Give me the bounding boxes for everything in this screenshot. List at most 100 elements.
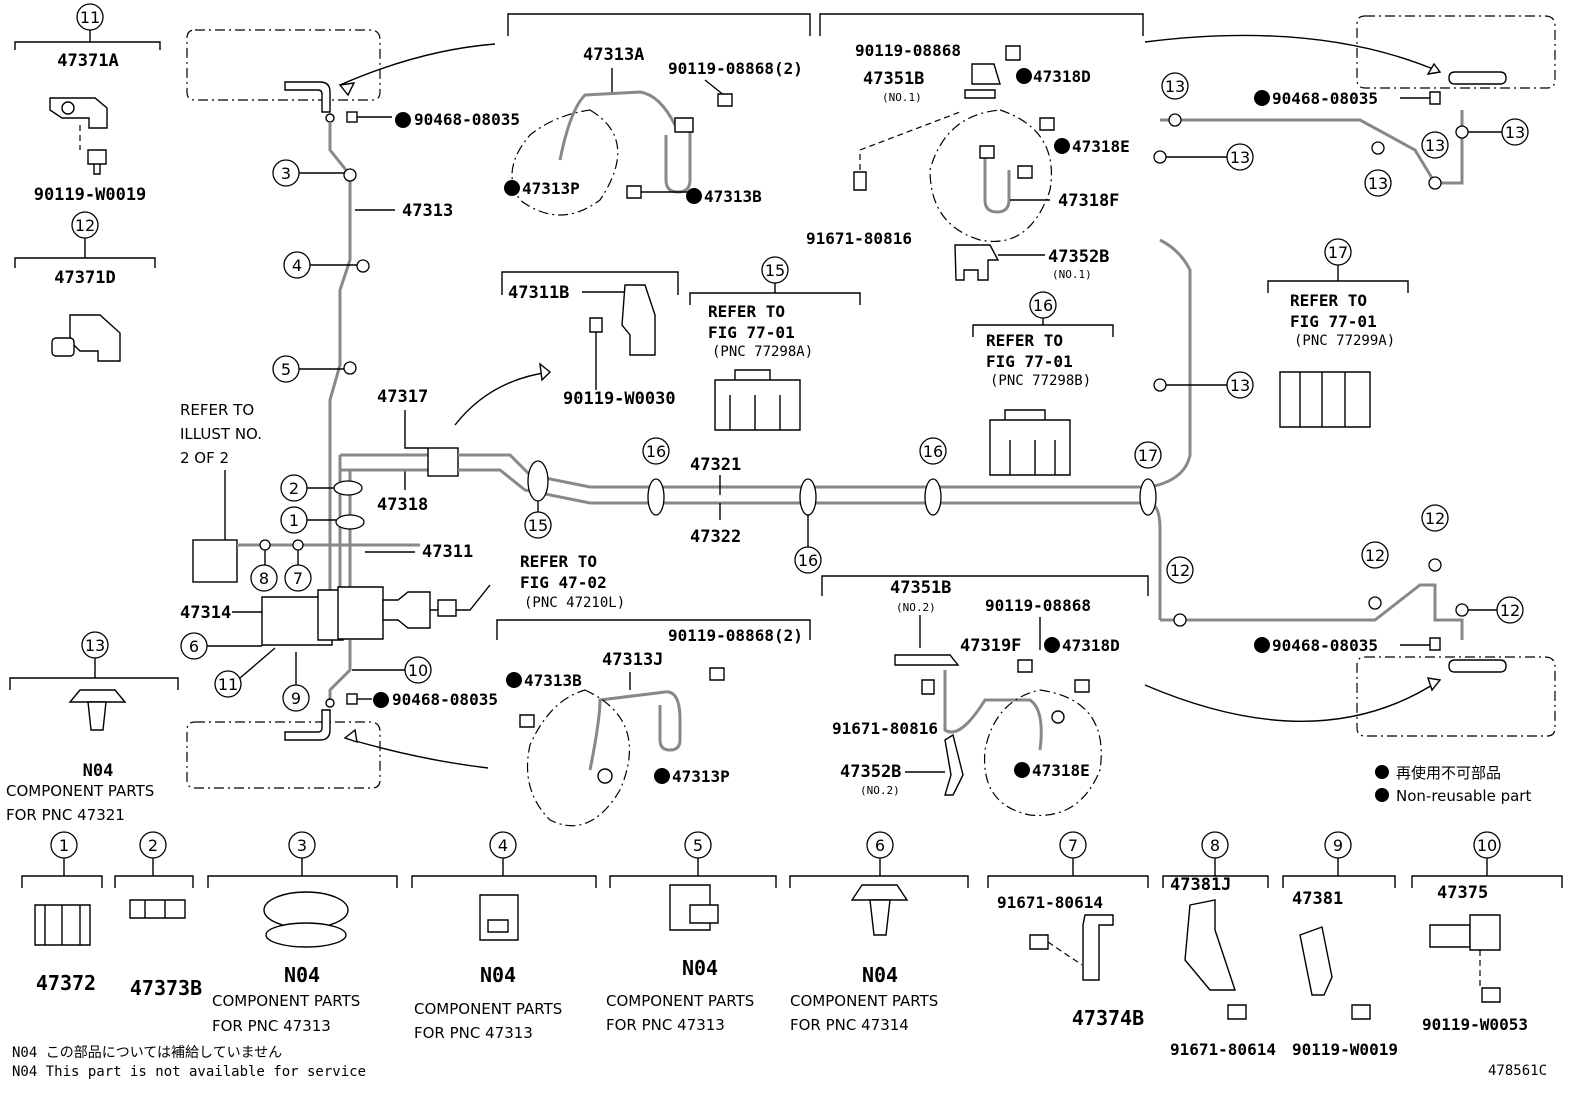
part-47313: 47313 (402, 201, 453, 221)
callout-11-main: 11 (218, 675, 238, 694)
part-47322: 47322 (690, 527, 741, 547)
callout-13-r6: 13 (1230, 376, 1250, 395)
part-group-12: 12 47371D (14, 211, 156, 362)
no1-label-bottom: (NO.1) (1052, 268, 1092, 281)
refer-16-pnc: (PNC 77298B) (990, 373, 1091, 389)
part-47352B-no1: 47352B (1048, 247, 1109, 267)
n04-label-13: N04 (83, 761, 114, 781)
part-47319F: 47319F (960, 636, 1021, 656)
callout-9-bottom: 9 (1333, 836, 1343, 855)
part-90468-08035-right-top: 90468-08035 (1272, 89, 1378, 108)
callout-13-r2: 13 (1230, 148, 1250, 167)
note-for-47313-a: FOR PNC 47313 (212, 1017, 331, 1035)
callout-15-top: 15 (765, 261, 785, 280)
n04-label-4: N04 (480, 963, 516, 987)
legend-en: Non-reusable part (1396, 787, 1531, 805)
part-90119-W0019: 90119-W0019 (34, 185, 147, 205)
refer-16-line2: FIG 77-01 (986, 352, 1073, 371)
refer-16-line1: REFER TO (986, 331, 1063, 350)
callout-13-left: 13 (85, 636, 105, 655)
part-47373B: 47373B (130, 976, 202, 1000)
footnote-jp: N04 この部品については補給していません (12, 1045, 282, 1061)
part-47381J: 47381J (1170, 875, 1231, 895)
detail-47351B-no2: 47351B (NO.2) 90119-08868 47319F 47318D … (821, 575, 1149, 817)
part-47352B-no2: 47352B (840, 762, 901, 782)
callout-8: 8 (259, 569, 269, 588)
callout-16-rail-c: 16 (923, 442, 943, 461)
part-90468-08035-bottom: 90468-08035 (392, 690, 498, 709)
callout-13-r3: 13 (1368, 174, 1388, 193)
n04-label-5: N04 (682, 956, 718, 980)
part-47311B: 47311B (508, 283, 569, 303)
illust-ref-line1: REFER TO (180, 401, 254, 419)
callout-12-r4: 12 (1500, 601, 1520, 620)
part-47313A: 47313A (583, 45, 644, 65)
callout-10-main: 10 (408, 661, 428, 680)
callout-13-r5: 13 (1505, 123, 1525, 142)
legend-jp: 再使用不可部品 (1396, 764, 1501, 782)
refer-17: 17 REFER TO FIG 77-01 (PNC 77299A) (1267, 238, 1409, 428)
callout-10-bottom: 10 (1477, 836, 1497, 855)
part-47318F-top: 47318F (1058, 191, 1119, 211)
part-47381: 47381 (1292, 889, 1343, 909)
part-47318D-bottom: 47318D (1062, 636, 1120, 655)
main-rails: 47321 47322 15 16 16 16 17 REFER TO FIG … (458, 238, 1192, 620)
callout-3-bottom: 3 (297, 836, 307, 855)
refer-4702-line1: REFER TO (520, 552, 597, 571)
refer-16: 16 REFER TO FIG 77-01 (PNC 77298B) (972, 291, 1114, 476)
part-90119-08868-bottom: 90119-08868 (985, 596, 1091, 615)
left-tube-assembly: 90468-08035 3 4 5 47313 REFER TO ILLUST … (180, 29, 520, 789)
part-47313B-bottom: 47313B (524, 671, 582, 690)
part-90468-08035-right-bottom: 90468-08035 (1272, 636, 1378, 655)
callout-4-main: 4 (292, 256, 302, 275)
part-47318D-top: 47318D (1033, 67, 1091, 86)
callout-7-bottom: 7 (1068, 836, 1078, 855)
part-91671-80816-bottom: 91671-80816 (832, 719, 938, 738)
refer-17-line2: FIG 77-01 (1290, 312, 1377, 331)
no1-label-top: (NO.1) (882, 91, 922, 104)
callout-8-bottom: 8 (1210, 836, 1220, 855)
note-component-parts-5: COMPONENT PARTS (606, 992, 754, 1010)
footnote-en: N04 This part is not available for servi… (12, 1064, 366, 1080)
part-47311: 47311 (422, 542, 473, 562)
callout-1-bottom: 1 (59, 836, 69, 855)
callout-11: 11 (80, 8, 100, 27)
no2-label-top: (NO.2) (896, 601, 936, 614)
callout-12-left: 12 (75, 216, 95, 235)
note-for-47313-b: FOR PNC 47313 (414, 1024, 533, 1042)
illust-ref-line3: 2 OF 2 (180, 449, 229, 467)
callout-6-bottom: 6 (875, 836, 885, 855)
part-90119-W0030: 90119-W0030 (563, 389, 676, 409)
part-90119-08868-top: 90119-08868 (855, 41, 961, 60)
part-90468-08035-top: 90468-08035 (414, 110, 520, 129)
illust-ref-line2: ILLUST NO. (180, 425, 262, 443)
footnotes: N04 この部品については補給していません N04 This part is n… (12, 1045, 1547, 1080)
bottom-row: 1 47372 2 47373B 3 N04 COMPONENT PARTS F… (21, 831, 1563, 1059)
no2-label-bottom: (NO.2) (860, 784, 900, 797)
refer-17-pnc: (PNC 77299A) (1294, 333, 1395, 349)
callout-16-rail-b: 16 (798, 551, 818, 570)
detail-47351B-no1: 90119-08868 47351B (NO.1) 47318D 47318E … (806, 13, 1144, 281)
part-47313P-bottom: 47313P (672, 767, 730, 786)
detail-47313J: 90119-08868(2) 47313J 47313B 47313P (496, 619, 811, 827)
note-for-47321: FOR PNC 47321 (6, 806, 125, 824)
refer-15: 15 REFER TO FIG 77-01 (PNC 77298A) (689, 256, 861, 431)
n04-label-6: N04 (862, 963, 898, 987)
callout-5-main: 5 (281, 360, 291, 379)
callout-2-main: 2 (289, 479, 299, 498)
callout-12-r2: 12 (1365, 546, 1385, 565)
part-47374B: 47374B (1072, 1006, 1144, 1030)
part-47318E-top: 47318E (1072, 137, 1130, 156)
note-component-parts-4: COMPONENT PARTS (414, 1000, 562, 1018)
callout-13-r4: 13 (1425, 136, 1445, 155)
callout-16-top: 16 (1033, 296, 1053, 315)
part-91671-80614-7: 91671-80614 (997, 893, 1103, 912)
part-47317: 47317 (377, 387, 428, 407)
part-91671-80816-top: 91671-80816 (806, 229, 912, 248)
part-90119-08868-2-top: 90119-08868(2) (668, 59, 803, 78)
part-group-13-left: 13 N04 COMPONENT PARTS FOR PNC 47321 (6, 631, 179, 824)
callout-1-main: 1 (289, 511, 299, 530)
part-group-11: 11 47371A 90119-W0019 (14, 3, 161, 205)
